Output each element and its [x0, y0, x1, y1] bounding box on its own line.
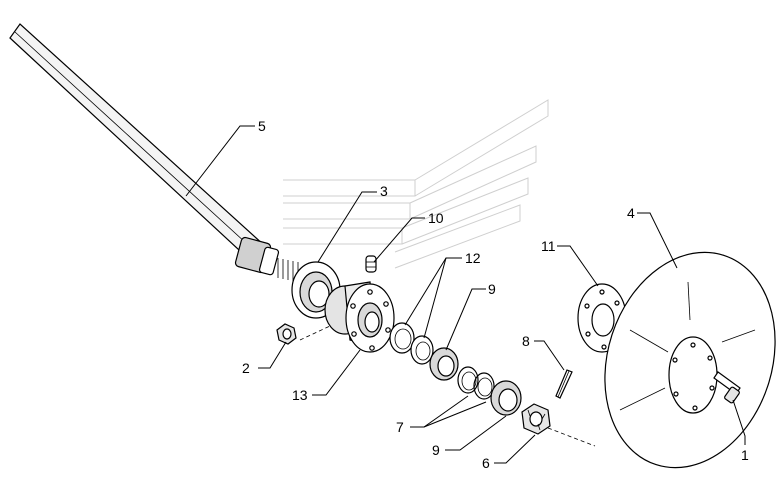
rings-part-12: [389, 322, 434, 365]
circlips-part-7: [457, 366, 495, 400]
split-pin-part-8: [555, 369, 573, 399]
callout-8: 8: [522, 333, 530, 349]
callout-7: 7: [396, 419, 404, 435]
callout-6: 6: [482, 455, 490, 471]
leader-lines: [185, 125, 746, 464]
bearing-lower-part-9: [490, 380, 522, 416]
grease-nipple-part-10: [365, 255, 377, 273]
hub-part-13: [324, 281, 395, 353]
callout-3: 3: [380, 183, 388, 199]
callout-4: 4: [627, 205, 635, 221]
callout-labels: 5 3 10 12 9 11 4 8 2 13 7 9 6 1: [242, 118, 749, 471]
callout-13: 13: [292, 387, 308, 403]
callout-10: 10: [428, 210, 444, 226]
callout-2: 2: [242, 360, 250, 376]
callout-11: 11: [541, 238, 556, 254]
castle-nut-part-6: [521, 403, 551, 435]
callout-9-upper: 9: [488, 281, 496, 297]
callout-1: 1: [741, 447, 749, 463]
bolt-part-1: [713, 371, 741, 404]
disc-part-4: [604, 251, 776, 469]
background-construction-lines: [283, 99, 549, 269]
shaft-part-5: [9, 23, 299, 282]
callout-12: 12: [465, 250, 481, 266]
nut-part-2: [276, 323, 297, 345]
centre-axis: [299, 325, 596, 447]
callout-9-lower: 9: [432, 442, 440, 458]
callout-5: 5: [258, 118, 266, 134]
bearing-upper-part-9: [429, 347, 459, 381]
